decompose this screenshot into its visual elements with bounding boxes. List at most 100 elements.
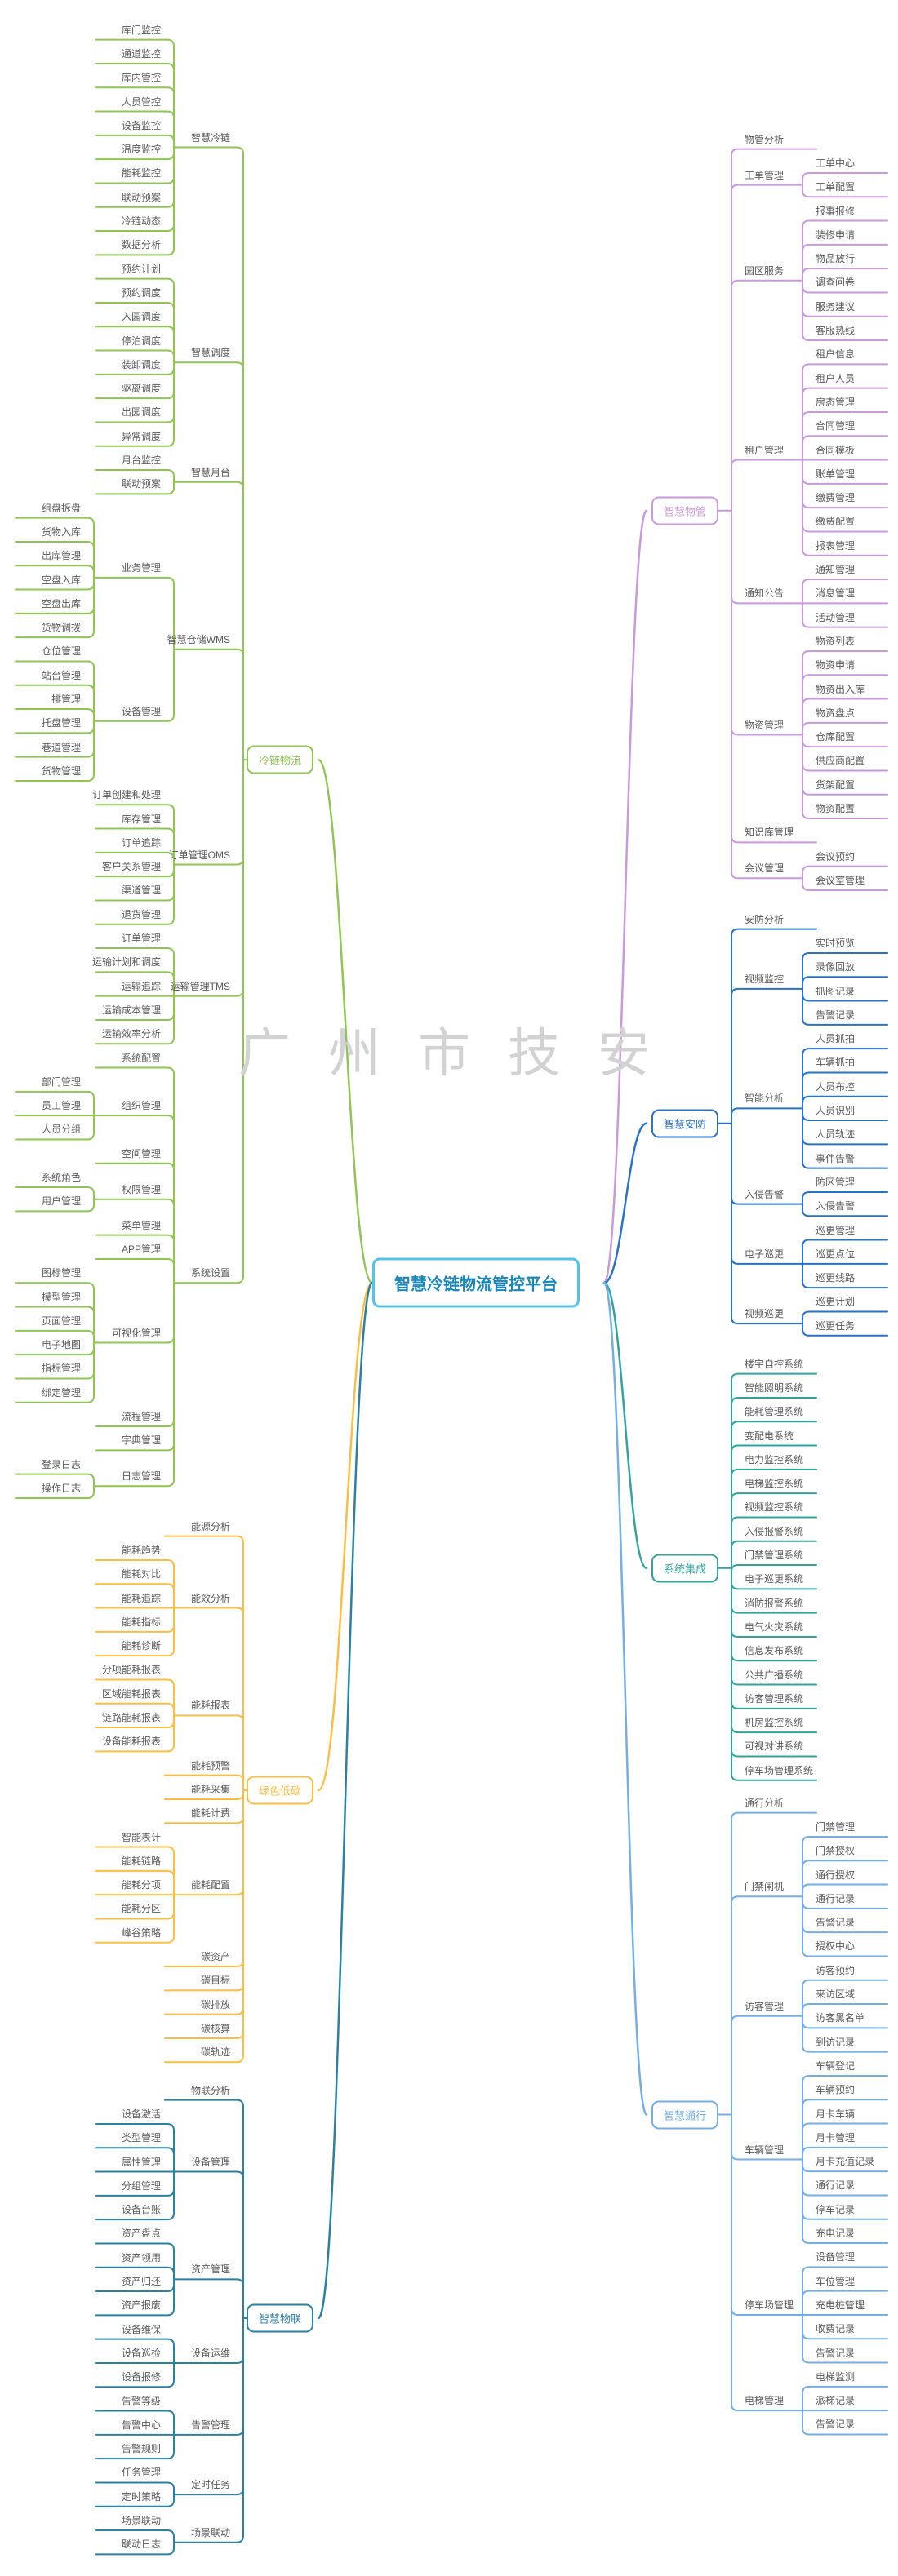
tree-leaf-node[interactable]: 电气火灾系统 [745,1621,804,1633]
tree-leaf-node[interactable]: 系统配置 [121,1052,161,1064]
tree-leaf-node[interactable]: 实时预览 [816,937,856,949]
tree-group-node[interactable]: 租户管理 [745,444,785,456]
tree-leaf-node[interactable]: 空盘入库 [41,574,81,586]
tree-leaf-node[interactable]: 停车记录 [816,2203,856,2215]
tree-leaf-node[interactable]: 电梯监控系统 [745,1478,804,1490]
tree-leaf-node[interactable]: 车辆登记 [816,2059,856,2072]
tree-group-node[interactable]: 视频巡更 [745,1308,785,1320]
tree-leaf-node[interactable]: 设备能耗报表 [101,1736,161,1748]
tree-leaf-node[interactable]: 车辆抓拍 [816,1057,856,1069]
tree-group-node[interactable]: 系统设置 [190,1267,230,1279]
tree-leaf-node[interactable]: 碳轨迹 [200,2046,230,2059]
tree-leaf-node[interactable]: 充电桩管理 [816,2299,865,2311]
tree-group-node[interactable]: 能耗报表 [190,1700,230,1712]
tree-leaf-node[interactable]: 装修申请 [816,228,856,241]
tree-leaf-node[interactable]: 巷道管理 [41,741,81,753]
tree-group-node[interactable]: 访客管理 [745,2000,785,2012]
tree-leaf-node[interactable]: 报表管理 [816,539,856,552]
tree-group-node[interactable]: 可视化管理 [111,1327,161,1339]
tree-leaf-node[interactable]: 指标管理 [41,1363,81,1375]
tree-leaf-node[interactable]: 工单中心 [816,157,856,169]
tree-group-node[interactable]: 组织管理 [121,1100,161,1112]
branch-root-cold-chain-logistics[interactable]: 冷链物流 [247,745,314,774]
tree-leaf-node[interactable]: 合同模板 [816,444,856,456]
tree-leaf-node[interactable]: 告警规则 [121,2443,161,2455]
tree-leaf-node[interactable]: 人员管控 [121,95,161,108]
tree-leaf-node[interactable]: 货物管理 [41,765,81,777]
tree-leaf-node[interactable]: 物品放行 [816,253,856,265]
branch-root-smart-security[interactable]: 智慧安防 [651,1109,718,1138]
tree-leaf-node[interactable]: 能耗诊断 [121,1640,161,1652]
tree-group-node[interactable]: 日志管理 [121,1470,161,1483]
tree-leaf-node[interactable]: 变配电系统 [745,1430,794,1442]
tree-leaf-node[interactable]: 账单管理 [816,468,856,480]
tree-leaf-node[interactable]: 通行记录 [816,1892,856,1904]
tree-group-node[interactable]: 通知公告 [745,587,785,600]
tree-leaf-node[interactable]: 电力监控系统 [745,1453,804,1465]
tree-leaf-node[interactable]: 告警记录 [816,2419,856,2431]
tree-leaf-node[interactable]: 缴费配置 [816,516,856,528]
branch-root-smart-access[interactable]: 智慧通行 [651,2100,718,2130]
tree-leaf-node[interactable]: 可视对讲系统 [745,1740,804,1753]
tree-leaf-node[interactable]: 供应商配置 [816,755,865,767]
tree-leaf-node[interactable]: 能耗计费 [190,1807,230,1820]
tree-leaf-node[interactable]: 物联分析 [190,2084,230,2096]
tree-leaf-node[interactable]: 运输成本管理 [101,1004,161,1016]
tree-leaf-node[interactable]: 设备监控 [121,119,161,131]
tree-leaf-node[interactable]: 设备管理 [816,2251,856,2263]
tree-group-node[interactable]: 智慧月台 [190,466,230,478]
tree-group-node[interactable]: 设备管理 [121,705,161,717]
tree-leaf-node[interactable]: 运输追踪 [121,980,161,992]
tree-leaf-node[interactable]: 订单管理 [121,933,161,945]
tree-leaf-node[interactable]: 月台监控 [121,454,161,467]
tree-leaf-node[interactable]: 预约调度 [121,286,161,299]
tree-group-node[interactable]: 电子巡更 [745,1248,785,1260]
tree-group-node[interactable]: 能耗配置 [190,1879,230,1891]
tree-leaf-node[interactable]: 巡更管理 [816,1224,856,1236]
tree-leaf-node[interactable]: 资产归还 [121,2276,161,2288]
tree-leaf-node[interactable]: 能耗监控 [121,167,161,180]
tree-leaf-node[interactable]: 事件告警 [816,1152,856,1164]
tree-group-node[interactable]: 设备管理 [190,2156,230,2168]
tree-group-node[interactable]: 电梯管理 [745,2395,785,2407]
tree-group-node[interactable]: 车辆管理 [745,2144,785,2156]
tree-leaf-node[interactable]: APP管理 [121,1243,161,1255]
tree-leaf-node[interactable]: 碳核算 [200,2022,230,2034]
tree-leaf-node[interactable]: 员工管理 [41,1100,81,1112]
tree-leaf-node[interactable]: 资产盘点 [121,2228,161,2240]
tree-leaf-node[interactable]: 物管分析 [745,133,785,145]
tree-leaf-node[interactable]: 告警等级 [121,2395,161,2407]
tree-leaf-node[interactable]: 联动日志 [121,2538,161,2551]
tree-leaf-node[interactable]: 租户人员 [816,372,856,384]
tree-leaf-node[interactable]: 入侵告警 [816,1200,856,1213]
tree-leaf-node[interactable]: 设备激活 [121,2108,161,2120]
tree-leaf-node[interactable]: 分组管理 [121,2179,161,2192]
tree-leaf-node[interactable]: 人员轨迹 [816,1128,856,1141]
tree-group-node[interactable]: 设备运维 [190,2347,230,2359]
tree-leaf-node[interactable]: 智能表计 [121,1831,161,1843]
tree-group-node[interactable]: 场景联动 [190,2526,230,2538]
tree-leaf-node[interactable]: 出园调度 [121,406,161,419]
tree-leaf-node[interactable]: 流程管理 [121,1411,161,1423]
branch-root-system-integration[interactable]: 系统集成 [651,1554,718,1583]
tree-leaf-node[interactable]: 来访区域 [816,1989,856,2001]
tree-leaf-node[interactable]: 系统角色 [41,1172,81,1184]
tree-leaf-node[interactable]: 报事报修 [816,205,856,217]
tree-leaf-node[interactable]: 能耗分项 [121,1879,161,1891]
tree-leaf-node[interactable]: 属性管理 [121,2156,161,2168]
tree-leaf-node[interactable]: 页面管理 [41,1315,81,1327]
tree-group-node[interactable]: 视频监控 [745,973,785,985]
tree-leaf-node[interactable]: 机房监控系统 [745,1717,804,1729]
tree-leaf-node[interactable]: 订单创建和处理 [91,789,161,801]
tree-group-node[interactable]: 权限管理 [121,1183,161,1195]
tree-leaf-node[interactable]: 告警中心 [121,2419,161,2431]
tree-leaf-node[interactable]: 组盘拆盘 [41,502,81,514]
tree-leaf-node[interactable]: 运输效率分析 [101,1028,161,1040]
tree-leaf-node[interactable]: 空盘出库 [41,597,81,610]
tree-leaf-node[interactable]: 能源分析 [190,1520,230,1532]
tree-leaf-node[interactable]: 托盘管理 [41,717,81,729]
tree-leaf-node[interactable]: 资产报废 [121,2299,161,2312]
tree-leaf-node[interactable]: 月卡管理 [816,2131,856,2144]
tree-leaf-node[interactable]: 人员抓拍 [816,1033,856,1045]
tree-leaf-node[interactable]: 电梯监测 [816,2370,856,2383]
